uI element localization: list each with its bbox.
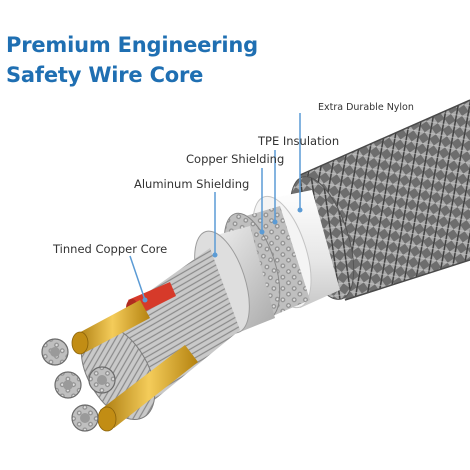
label-extra-durable-nylon: Extra Durable Nylon bbox=[318, 101, 414, 115]
label-tpe-insulation: TPE Insulation bbox=[258, 134, 339, 148]
label-aluminum-shielding: Aluminum Shielding bbox=[134, 177, 249, 191]
leader-line-tinned-core bbox=[130, 256, 145, 300]
label-copper-shielding: Copper Shielding bbox=[186, 152, 284, 166]
label-tinned-copper-core: Tinned Copper Core bbox=[53, 242, 167, 256]
